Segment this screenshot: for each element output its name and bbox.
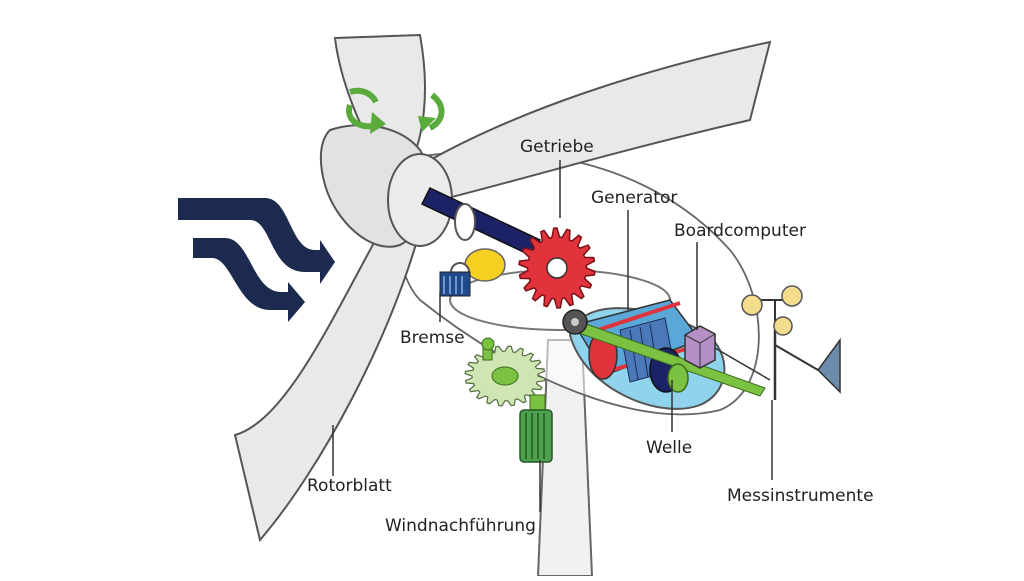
label-messinstrumente: Messinstrumente [727,486,874,506]
leader-lines [332,160,773,512]
rotation-arrow-icon [346,87,386,134]
yaw-motor [519,409,553,463]
label-generator: Generator [591,188,678,208]
label-getriebe: Getriebe [520,137,594,157]
label-boardcomputer: Boardcomputer [674,221,806,241]
measuring-instruments [741,285,841,400]
yaw-gear [464,345,546,407]
wind-arrow-icon [178,198,335,284]
label-windnachfuehrung: Windnachführung [385,516,536,536]
rotor-hub [319,124,453,248]
label-welle: Welle [646,438,693,458]
coupling-gear [562,309,588,335]
label-bremse: Bremse [400,328,465,348]
rotor-blades [233,33,772,543]
blade-right [428,40,772,202]
board-computer [684,325,771,381]
brake [439,248,506,297]
label-rotorblatt: Rotorblatt [307,476,392,496]
wind-arrow-icon [193,238,305,322]
gearbox-gear [518,227,596,309]
rotation-arrow-icon [418,92,445,132]
blade-left [233,203,422,543]
